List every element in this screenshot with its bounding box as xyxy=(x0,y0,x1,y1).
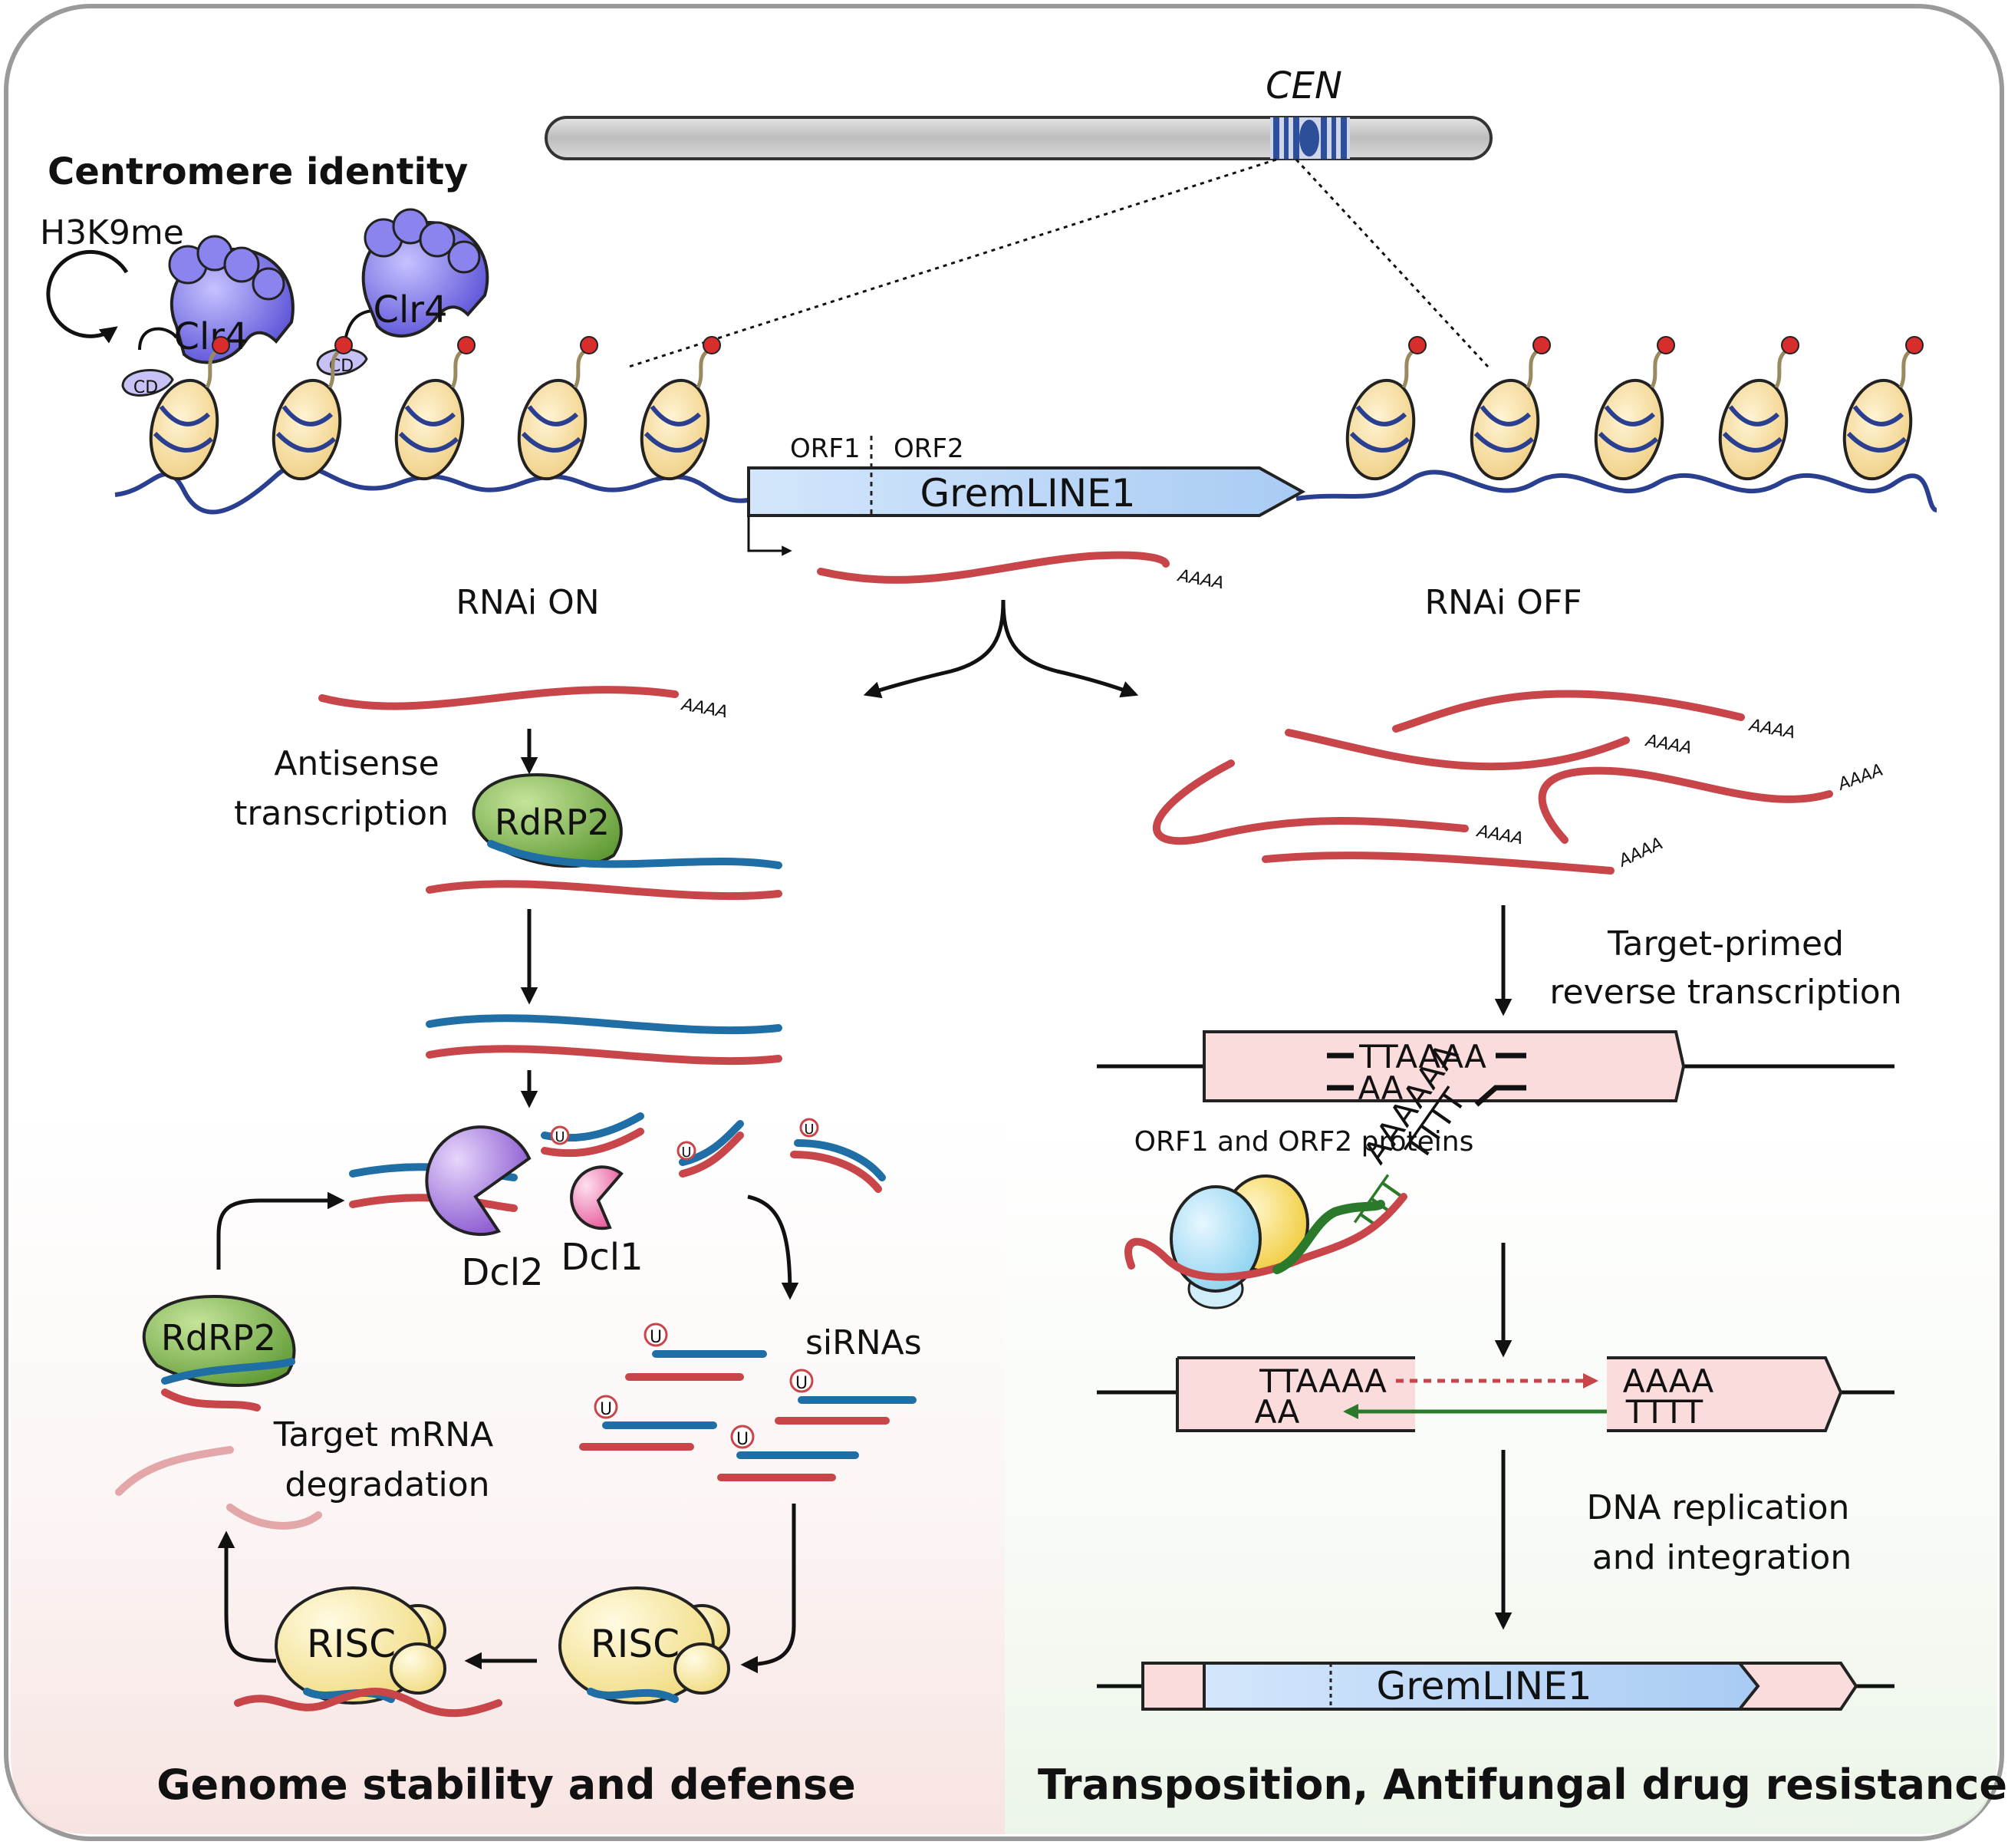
u-mark-1: U xyxy=(555,1129,565,1145)
integrated-gremline1-label: GremLINE1 xyxy=(1376,1664,1592,1708)
centromere-identity-title: Centromere identity xyxy=(48,150,468,193)
orf1-label: ORF1 xyxy=(790,433,861,464)
tprt-ttaaaa: TTAAAA xyxy=(1358,1038,1486,1076)
rnai-off-header: RNAi OFF xyxy=(1424,583,1582,622)
gremline1-label: GremLINE1 xyxy=(920,471,1135,516)
second-strand-site: TTAAAA AA AAAA TTTT xyxy=(1097,1356,1894,1432)
tprt-label-2: reverse transcription xyxy=(1549,973,1901,1012)
rep-aa: AA xyxy=(1255,1393,1300,1431)
u-mark-4: U xyxy=(650,1328,662,1347)
rnai-off-pathway: AAAA AAAA AAAA AAAA AAAA Target-primed r… xyxy=(1038,690,2007,1809)
clr4-label-2: Clr4 xyxy=(373,288,447,331)
u-mark-7: U xyxy=(736,1430,749,1449)
rdrp2-protein-top: RdRP2 xyxy=(472,772,623,868)
rep-ttaaaa: TTAAAA xyxy=(1259,1362,1387,1400)
nucleosomes-left xyxy=(149,336,721,481)
sirnas-label: siRNAs xyxy=(805,1323,922,1362)
risc-complex-left: RISC xyxy=(234,1586,502,1718)
dcl2-label: Dcl2 xyxy=(461,1251,543,1294)
antisense-label-2: transcription xyxy=(234,794,449,833)
rnai-on-header: RNAi ON xyxy=(456,583,599,622)
h3k9me-cycle-arrow xyxy=(46,249,129,344)
rnai-on-footer: Genome stability and defense xyxy=(156,1761,856,1809)
centromere-band xyxy=(1270,117,1350,159)
rdrp2-label-bottom: RdRP2 xyxy=(161,1317,276,1359)
rep-label-2: and integration xyxy=(1592,1538,1852,1577)
split-arrows xyxy=(863,599,1139,699)
rdrp2-protein-bottom: RdRP2 xyxy=(142,1294,296,1412)
u-mark-2: U xyxy=(681,1145,691,1161)
antisense-label-1: Antisense xyxy=(274,744,439,783)
chromosome: CEN xyxy=(545,64,1493,368)
rep-label-1: DNA replication xyxy=(1587,1488,1850,1527)
integrated-gremline1: GremLINE1 xyxy=(1097,1662,1894,1711)
gremline1-element: ORF1 ORF2 GremLINE1 AAAA xyxy=(747,433,1306,593)
target-label-2: degradation xyxy=(285,1465,489,1504)
nucleosomes-right xyxy=(1345,336,1924,481)
clr4-protein-1: Clr4 CD xyxy=(121,235,295,397)
transcription-start-arrow xyxy=(747,516,792,556)
sirna-duplexes: U U U U xyxy=(579,1323,917,1481)
cen-label: CEN xyxy=(1266,64,1342,107)
orf-proteins-label: ORF1 and ORF2 proteins xyxy=(1134,1126,1474,1158)
cd-label-1: CD xyxy=(133,378,158,397)
risc-complex-right: RISC xyxy=(558,1586,730,1705)
dcl2-enzyme: Dcl2 xyxy=(349,1125,544,1294)
tprt-target-site: TTAAAA AA xyxy=(1097,1030,1894,1107)
chromatin-fiber xyxy=(114,463,1938,515)
target-label-1: Target mRNA xyxy=(273,1415,494,1454)
u-mark-3: U xyxy=(804,1122,814,1138)
clr4-protein-2: Clr4 CD xyxy=(316,208,489,376)
dcl1-label: Dcl1 xyxy=(561,1236,643,1279)
transcript-rna xyxy=(817,551,1170,584)
u-mark-6: U xyxy=(600,1400,612,1419)
u-mark-5: U xyxy=(795,1374,808,1393)
rep-aaaa: AAAA xyxy=(1623,1362,1714,1400)
dcl1-enzyme: Dcl1 xyxy=(561,1165,644,1279)
risc-label-right: RISC xyxy=(591,1622,680,1666)
risc-label-left: RISC xyxy=(307,1622,396,1666)
tprt-aa: AA xyxy=(1358,1069,1404,1107)
rnai-off-footer: Transposition, Antifungal drug resistanc… xyxy=(1038,1761,2007,1809)
rnai-on-pathway: AAAA Antisense transcription RdRP2 Dcl2 … xyxy=(115,686,922,1809)
clr4-label-1: Clr4 xyxy=(173,315,248,358)
h3k9me-label: H3K9me xyxy=(40,213,184,252)
rdrp2-label-top: RdRP2 xyxy=(495,802,610,843)
rep-tttt: TTTT xyxy=(1625,1393,1704,1431)
tprt-label-1: Target-primed xyxy=(1607,924,1844,964)
orf2-label: ORF2 xyxy=(894,433,964,464)
